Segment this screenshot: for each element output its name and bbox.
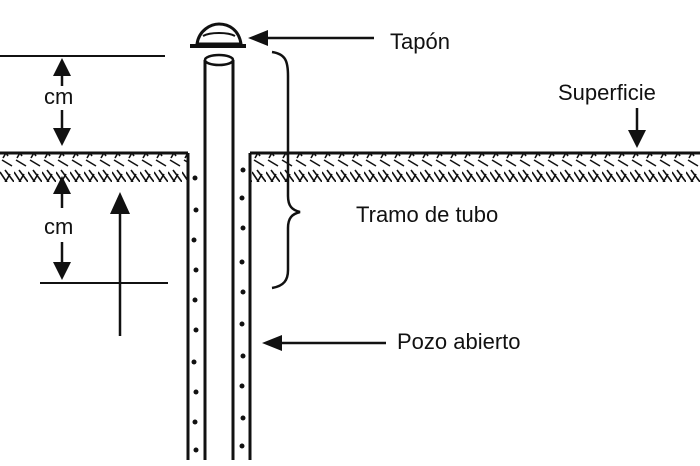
surface-pointer-arrow: [628, 108, 646, 148]
gravel-dots: [191, 167, 246, 453]
cap-pointer-arrow: [248, 30, 374, 46]
surface-label: Superficie: [558, 80, 656, 105]
soil-hatch-right: [250, 154, 700, 182]
pipe-section-brace: [271, 50, 301, 290]
open-hole-label: Pozo abierto: [397, 329, 521, 354]
pipe-section-label: Tramo de tubo: [356, 202, 499, 227]
cm-top-label: cm: [44, 84, 74, 109]
cm-bottom-label: cm: [44, 214, 74, 239]
cap-icon: [190, 22, 246, 48]
soil-hatch-left: [0, 154, 188, 182]
cap-label: Tapón: [390, 29, 450, 54]
dimension-arrow-bottom: [40, 176, 168, 284]
hole-pointer-arrow: [262, 335, 386, 351]
depth-up-arrow: [110, 192, 130, 336]
pipe: [203, 53, 235, 460]
dimension-arrow-top: [53, 58, 71, 146]
